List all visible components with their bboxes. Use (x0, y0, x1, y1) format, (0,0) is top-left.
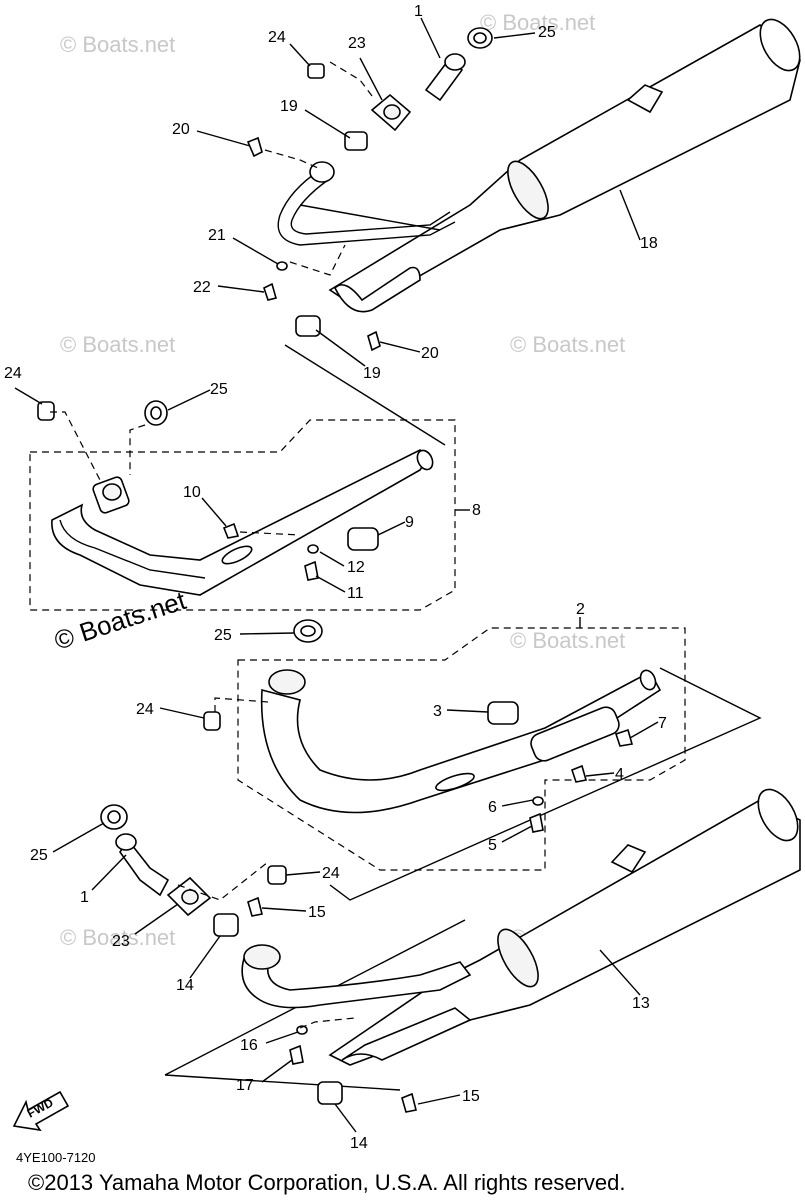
callout-13: 13 (632, 995, 650, 1012)
nut-24 (37, 401, 55, 421)
callout-2: 2 (576, 601, 585, 618)
watermark-large: © Boats.net (51, 585, 191, 656)
collar-3 (487, 701, 519, 725)
callout-6: 6 (488, 799, 497, 816)
callout-24: 24 (322, 865, 340, 882)
bolt-22 (263, 282, 277, 301)
gasket-25-hole (150, 406, 162, 420)
callout-8: 8 (472, 502, 481, 519)
callout-22: 22 (193, 279, 211, 296)
collar-9 (347, 527, 379, 551)
callout-24: 24 (136, 701, 154, 718)
callout-1: 1 (414, 3, 423, 20)
callout-25: 25 (30, 847, 48, 864)
gasket-25-hole (107, 810, 121, 824)
callout-21: 21 (208, 227, 226, 244)
bolt-15 (401, 1092, 417, 1113)
washer-6 (532, 796, 544, 806)
lower-exhaust-pipe (241, 944, 472, 1009)
front-muffler-13 (328, 788, 801, 1066)
callout-20: 20 (421, 345, 439, 362)
callout-12: 12 (347, 559, 365, 576)
callout-10: 10 (183, 484, 201, 501)
callout-23: 23 (348, 35, 366, 52)
bolt-15 (247, 896, 263, 917)
front-exhaust-pipe-8 (51, 449, 434, 596)
rear-exhaust-pipe (277, 161, 456, 246)
nut-7 (614, 728, 634, 747)
callout-20: 20 (172, 121, 190, 138)
rear-muffler-18 (328, 18, 801, 313)
diagram-code: 4YE100-7120 (16, 1150, 96, 1165)
flange-23-hole (181, 889, 199, 905)
exhaust-stud-1 (115, 833, 170, 897)
nut-24 (267, 865, 287, 885)
bolt-5 (529, 812, 544, 833)
bolt-11 (304, 560, 319, 581)
collar-19 (295, 315, 321, 337)
callout-3: 3 (433, 703, 442, 720)
callout-16: 16 (240, 1037, 258, 1054)
callouts: 1 25 24 23 19 20 18 21 22 20 19 24 25 10… (4, 3, 667, 1150)
forward-direction-arrow: FWD (12, 1090, 70, 1132)
callout-14: 14 (350, 1135, 368, 1150)
flange-23-hole (383, 104, 401, 120)
callout-11: 11 (347, 585, 364, 602)
callout-23: 23 (112, 933, 130, 950)
gasket-25-hole (300, 625, 316, 637)
callout-1: 1 (80, 889, 89, 906)
callout-19: 19 (363, 365, 381, 382)
callout-24: 24 (4, 365, 22, 382)
watermark: © Boats.net (510, 628, 625, 653)
washer-21 (276, 261, 288, 271)
callout-17: 17 (236, 1077, 254, 1094)
callout-25: 25 (210, 381, 228, 398)
callout-5: 5 (488, 837, 497, 854)
callout-14: 14 (176, 977, 194, 994)
bolt-20 (246, 136, 263, 158)
assembly-2-box (237, 627, 686, 871)
nut-24 (307, 63, 325, 79)
bolt-20 (367, 330, 381, 352)
collar-14 (213, 913, 239, 937)
callout-25: 25 (214, 627, 232, 644)
front-exhaust-pipe-2 (260, 669, 662, 814)
collar-19 (344, 131, 368, 151)
callout-7: 7 (658, 715, 667, 732)
watermark: © Boats.net (60, 32, 175, 57)
callout-9: 9 (405, 514, 414, 531)
exhaust-parts-diagram: © Boats.net © Boats.net © Boats.net © Bo… (4, 3, 801, 1150)
copyright-notice: ©2013 Yamaha Motor Corporation, U.S.A. A… (28, 1170, 626, 1195)
assembly-8-box (29, 419, 456, 611)
callout-19: 19 (280, 98, 298, 115)
bolt-4 (571, 764, 588, 783)
gasket-25-hole (473, 32, 487, 44)
bolt-10 (222, 522, 240, 539)
leader-lines (14, 17, 659, 1133)
washer-16 (296, 1025, 308, 1035)
callout-15: 15 (308, 904, 326, 921)
callout-18: 18 (640, 235, 658, 252)
bolt-17 (289, 1044, 304, 1065)
watermark: © Boats.net (60, 332, 175, 357)
callout-15: 15 (462, 1088, 480, 1105)
watermark: © Boats.net (510, 332, 625, 357)
callout-25: 25 (538, 24, 556, 41)
watermark: © Boats.net (60, 925, 175, 950)
nut-24 (203, 711, 221, 731)
washer-12 (307, 544, 319, 554)
watermark: © Boats.net (480, 10, 595, 35)
callout-4: 4 (615, 766, 624, 783)
collar-14 (317, 1081, 343, 1105)
callout-24: 24 (268, 29, 286, 46)
exhaust-stud-1 (424, 53, 466, 102)
